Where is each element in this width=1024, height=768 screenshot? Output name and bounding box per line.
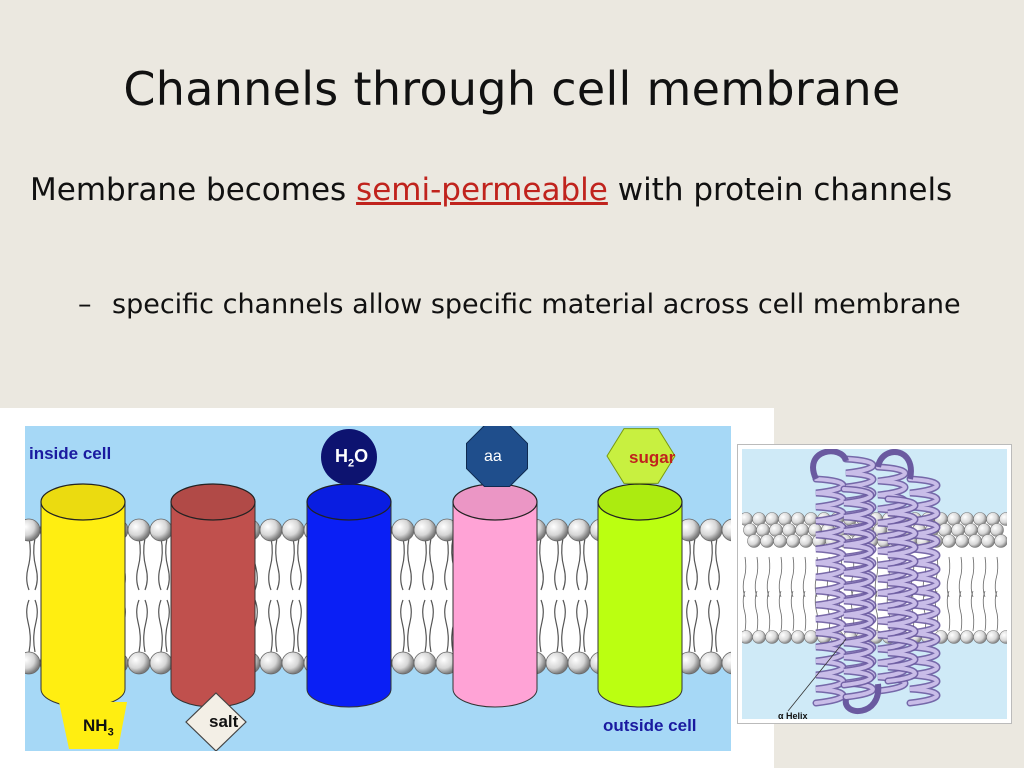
h2o-tail: O [354,446,369,466]
alpha-helix-pointer [787,638,847,712]
nh3-molecule [59,702,127,749]
membrane-diagram-svg [25,426,731,751]
sugar-label: sugar [629,448,676,467]
protein-channel-red [170,483,256,708]
helix-text: Helix [783,711,808,719]
protein-channel-yellow [40,483,126,708]
protein-channel-pink [452,483,538,708]
nh3-sub: 3 [107,726,114,739]
alpha-helix-protein-image: α Helix [737,444,1012,724]
nh3-base: NH [83,716,108,735]
alpha-symbol: α [778,711,784,719]
sugar-molecule [606,428,676,484]
protein-channel-green [597,483,683,708]
h2o-base: H [335,446,348,466]
alpha-helix-svg [742,449,1007,714]
h2o-sub: 2 [348,457,355,470]
alpha-helix-illustration: α Helix [742,449,1007,719]
inside-cell-label: inside cell [29,444,112,463]
sub-bullet-text: specific channels allow specific materia… [112,289,961,320]
salt-molecule [185,692,247,751]
amino-acid-molecule [466,426,528,487]
h2o-label: H2O [335,446,368,470]
sub-bullet-dash: – [78,289,92,320]
slide-title: Channels through cell membrane [123,62,901,116]
outside-cell-label: outside cell [603,716,697,735]
sub-bullet-specific-channels: – specific channels allow specific mater… [78,283,978,327]
alpha-helix-ribbons [810,449,941,714]
alpha-helix-label: α Helix [778,711,808,719]
protein-channel-blue [306,483,392,708]
bullet1-text-after: with protein channels [607,172,953,208]
nh3-label: NH3 [83,716,114,738]
membrane-channel-diagram: inside cell outside cell H2O aa sugar NH… [25,426,731,751]
semi-permeable-term: semi-permeable [356,172,608,208]
salt-label: salt [209,712,239,731]
h2o-molecule [321,429,377,485]
aa-label: aa [484,448,502,465]
bullet1-text-before: Membrane becomes [30,172,357,208]
bullet-membrane-semipermeable: Membrane becomes semi-permeable with pro… [30,166,990,214]
